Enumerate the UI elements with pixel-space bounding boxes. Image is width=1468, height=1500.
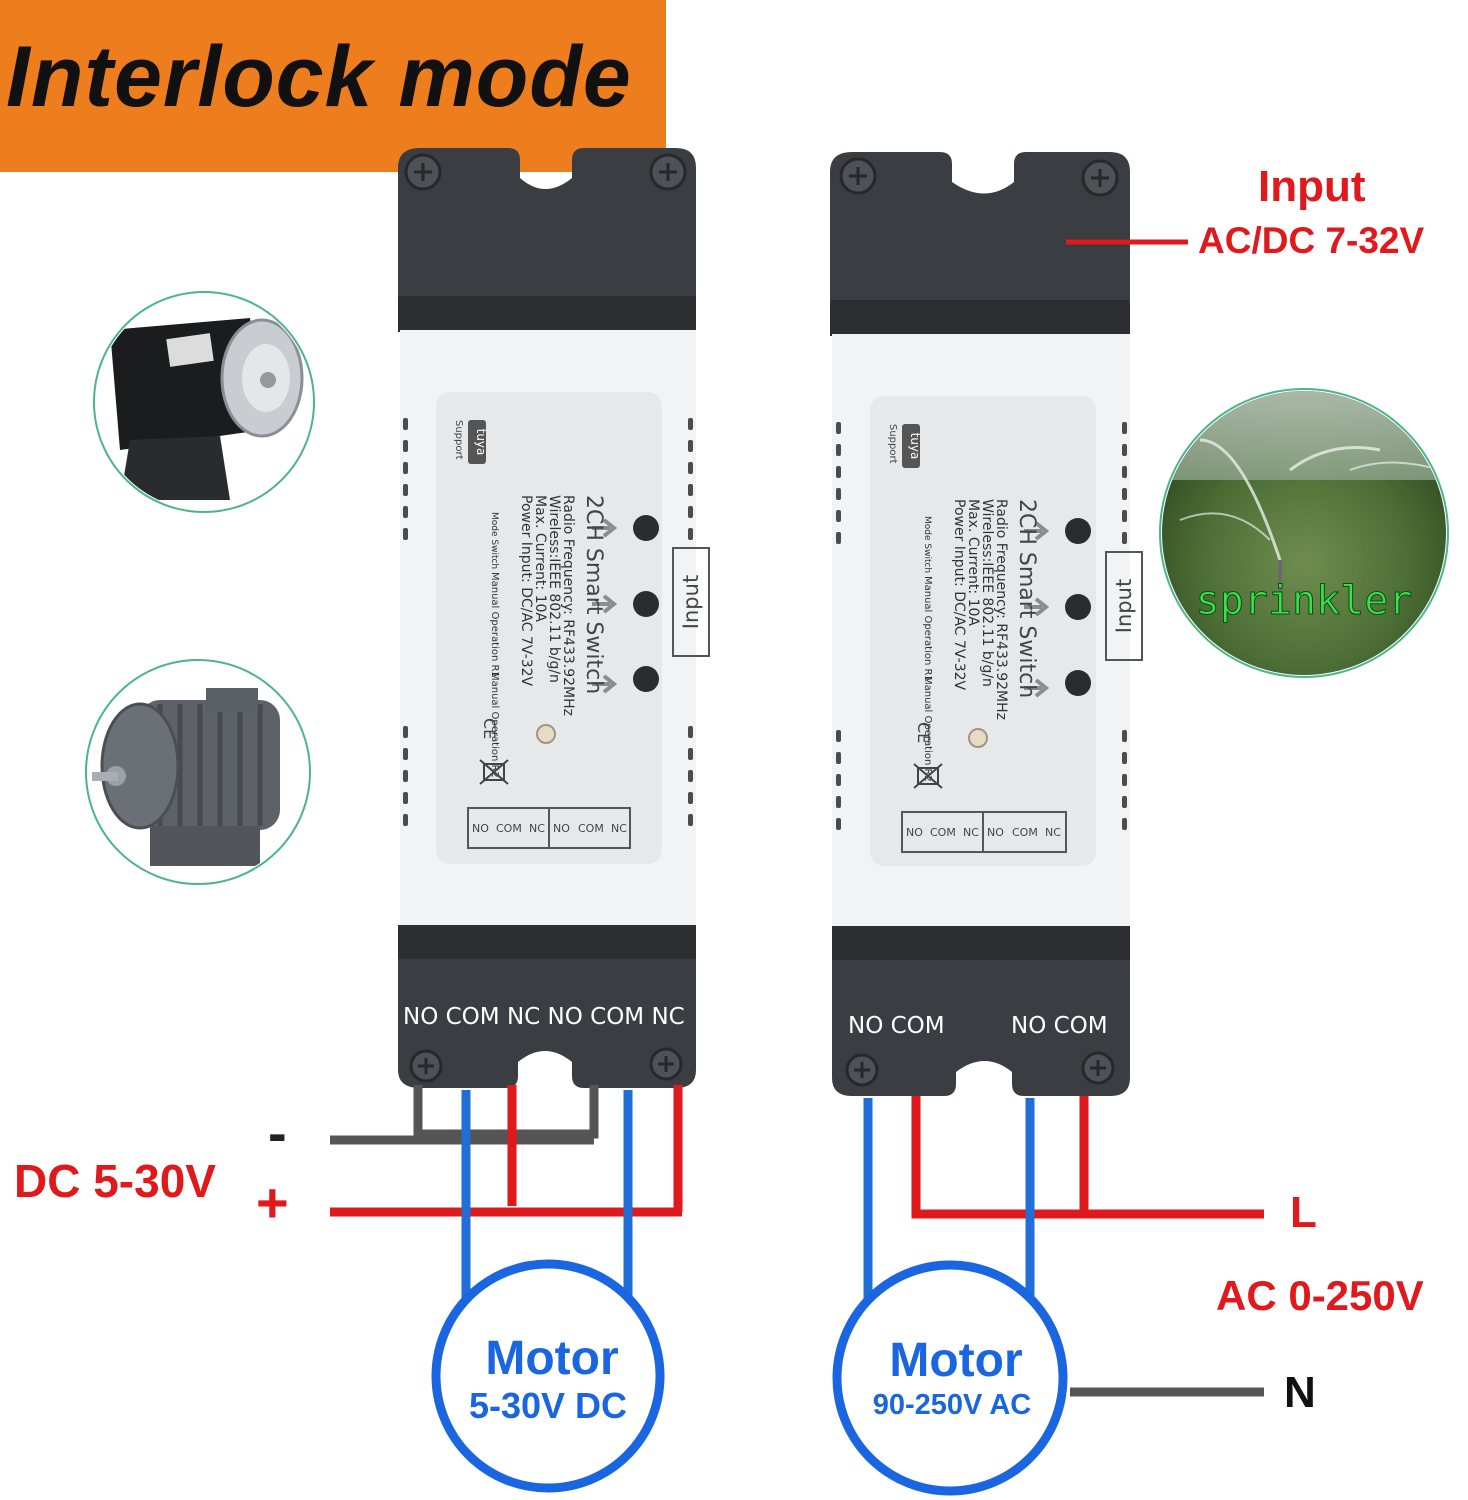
- sticker-power-input: Power Input: DC/AC 7V-32V: [951, 499, 967, 691]
- arrow-icon: [1024, 521, 1050, 541]
- left-terminal-labels: NO COM NC NO COM NC: [403, 1004, 685, 1030]
- sticker-relay1-com: COM: [496, 822, 522, 835]
- arrow-icon: [1024, 678, 1050, 698]
- tuya-support: Support: [887, 424, 898, 464]
- motor-dc-spec: 5-30V DC: [469, 1385, 627, 1426]
- r2-button: [1065, 670, 1091, 696]
- motor-ac-title: Motor: [889, 1334, 1022, 1387]
- sticker-relay1-com: COM: [930, 826, 956, 839]
- sticker-relay2-no: NO: [553, 822, 570, 835]
- sticker-btn-r1: Manual Operation R1: [489, 572, 500, 678]
- r1-button: [1065, 594, 1091, 620]
- sticker-btn-r1: Manual Operation R1: [922, 576, 933, 682]
- sticker-product: 2CH Smart Switch: [581, 495, 606, 694]
- left-relay-module: Input Power Input: DC/AC 7V-32V Max. Cur…: [398, 148, 710, 1088]
- sticker-wireless: Wireless:IEEE 802.11 b/g/n: [979, 499, 995, 687]
- minus-symbol: -: [268, 1101, 287, 1164]
- motor-dc-circle: [431, 1259, 665, 1493]
- ce-mark-icon: CE: [914, 722, 933, 743]
- sprinkler-photo: sprinkler: [1159, 388, 1449, 678]
- weee-bin-icon: [913, 763, 943, 789]
- sticker-relay2-nc: NC: [611, 822, 627, 835]
- sticker-btn-mode: Mode Switch: [922, 516, 932, 573]
- sticker-relay1-no: NO: [906, 826, 923, 839]
- sticker-product: 2CH Smart Switch: [1014, 499, 1039, 698]
- arrow-icon: [1024, 597, 1050, 617]
- line-label: L: [1290, 1188, 1317, 1237]
- right-wiring: [863, 1096, 1264, 1397]
- tuya-logo: tuya: [474, 429, 488, 456]
- ac-motor-photo: [85, 659, 311, 885]
- input-title: Input: [1258, 162, 1366, 211]
- sticker-input-box: Input: [1112, 579, 1136, 633]
- dc-motor-photo: [93, 291, 315, 513]
- title-banner: Interlock mode: [0, 0, 666, 172]
- banner-title: Interlock mode: [6, 29, 632, 125]
- sticker-relay2-nc: NC: [1045, 826, 1061, 839]
- sticker-relay2-com: COM: [1012, 826, 1038, 839]
- tuya-support: Support: [453, 420, 464, 460]
- sticker-max-current: Max. Current: 10A: [532, 495, 548, 622]
- sticker-btn-r2: Manual Operation R2: [922, 676, 933, 782]
- arrow-icon: [592, 518, 618, 538]
- ac-supply-label: AC 0-250V: [1216, 1272, 1424, 1319]
- ce-mark-icon: CE: [480, 718, 499, 739]
- sticker-relay1-no: NO: [472, 822, 489, 835]
- sticker-max-current: Max. Current: 10A: [965, 499, 981, 626]
- sticker-radio: Radio Frequency: RF433.92MHz: [560, 495, 576, 716]
- sticker-power-input: Power Input: DC/AC 7V-32V: [518, 495, 534, 687]
- left-wiring: [330, 1085, 683, 1300]
- neutral-label: N: [1284, 1368, 1316, 1417]
- sprinkler-label: sprinkler: [1196, 578, 1413, 624]
- motor-dc-title: Motor: [485, 1332, 618, 1385]
- plus-symbol: +: [256, 1171, 289, 1234]
- sticker-btn-mode: Mode Switch: [489, 512, 499, 569]
- status-led: [968, 728, 988, 748]
- sticker-btn-r2: Manual Operation R2: [489, 672, 500, 778]
- sticker-radio: Radio Frequency: RF433.92MHz: [993, 499, 1009, 720]
- sticker-relay2-no: NO: [987, 826, 1004, 839]
- sticker-input-box: Input: [679, 575, 703, 629]
- mode-switch-button: [633, 515, 659, 541]
- input-voltage: AC/DC 7-32V: [1198, 220, 1425, 261]
- r1-button: [633, 591, 659, 617]
- status-led: [536, 724, 556, 744]
- dc-supply-label: DC 5-30V: [14, 1155, 216, 1207]
- arrow-icon: [592, 674, 618, 694]
- motor-ac-circle: [832, 1260, 1068, 1496]
- mode-switch-button: [1065, 518, 1091, 544]
- tuya-logo: tuya: [908, 433, 922, 460]
- weee-bin-icon: [479, 759, 509, 785]
- sticker-relay1-nc: NC: [529, 822, 545, 835]
- right-terminal-labels-a: NO COM: [848, 1013, 945, 1039]
- right-terminal-labels-b: NO COM: [1011, 1013, 1108, 1039]
- sticker-relay2-com: COM: [578, 822, 604, 835]
- r2-button: [633, 666, 659, 692]
- motor-ac-spec: 90-250V AC: [873, 1389, 1032, 1421]
- sticker-wireless: Wireless:IEEE 802.11 b/g/n: [546, 495, 562, 683]
- arrow-icon: [592, 594, 618, 614]
- sticker-relay1-nc: NC: [963, 826, 979, 839]
- right-relay-module: Input Power Input: DC/AC 7V-32V Max. Cur…: [830, 152, 1143, 1096]
